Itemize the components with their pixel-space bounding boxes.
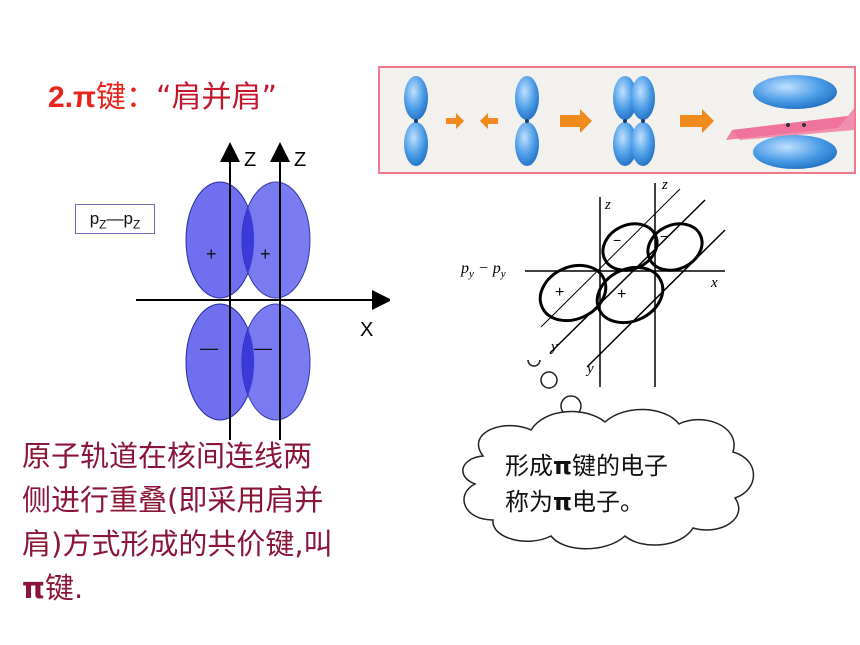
title-key: 键： [96, 80, 156, 115]
bubble-line-2-a: 称为 [505, 488, 553, 516]
orbital-sequence-illustration [404, 75, 854, 169]
sign-minus-2: − [660, 228, 668, 244]
sign-minus-1: − [613, 232, 621, 248]
py-label-sub1: y [468, 268, 474, 280]
y-axis-2 [586, 229, 726, 368]
x-axis-label: X [360, 319, 373, 341]
bubble-line-1: 形成π键的电子 [505, 448, 765, 484]
bubble-line-2-b: 电子。 [571, 488, 644, 516]
py-overlap-diagram: − − + + z z x y y py − py [460, 177, 726, 387]
pz-label-sub1: Z [99, 217, 107, 232]
definition-line-3: 肩)方式形成的共价键,叫 [22, 527, 333, 561]
pz-label-sub2: Z [132, 217, 141, 232]
definition-line-2: 侧进行重叠(即采用肩并 [22, 483, 324, 517]
sign-top-right: + [260, 244, 271, 264]
pz-orbital-right [241, 181, 311, 421]
bubble-cloud [462, 408, 755, 550]
p-orbital-2 [515, 76, 539, 166]
pz-overlap-diagram: Z Z X + + — — [136, 142, 390, 440]
z-outer-label: z [661, 177, 668, 193]
sign-bottom-left: — [200, 338, 218, 358]
definition-line-1: 原子轨道在核间连线两 [22, 439, 313, 473]
definition-pi: π [22, 571, 45, 605]
sign-bottom-right: — [254, 338, 272, 358]
py-py-label: py − py [460, 260, 506, 280]
bubble-dot-small [527, 360, 541, 367]
pz-orbital-left [185, 181, 255, 421]
pz-label-p2: —p [106, 209, 133, 228]
bubble-line-1-pi: π [553, 452, 572, 480]
z-inner-label: z [604, 197, 611, 213]
x-label-3d: x [710, 275, 718, 291]
arrow-right-icon [680, 109, 714, 133]
bubble-dot-medium [540, 371, 558, 389]
definition-line-4-rest: 键. [44, 571, 84, 605]
pi-bond-result [726, 75, 854, 169]
y-axis-1 [549, 199, 706, 354]
arrow-right-icon [560, 109, 592, 133]
title-number: 2. [48, 81, 74, 114]
y-label-1: y [549, 339, 558, 355]
bubble-line-1-b: 键的电子 [571, 452, 668, 480]
title-quote: “肩并肩” [156, 80, 278, 115]
py-label-sub2: y [500, 268, 506, 280]
bubble-line-2: 称为π电子。 [505, 484, 765, 520]
approach-arrows [446, 113, 498, 129]
definition-text: 原子轨道在核间连线两 侧进行重叠(即采用肩并 肩)方式形成的共价键,叫 π键. [22, 434, 442, 610]
py-label-p2: − p [474, 260, 501, 277]
sign-plus-2: + [617, 286, 626, 303]
p-orbital-1 [404, 76, 428, 166]
bubble-text: 形成π键的电子 称为π电子。 [505, 448, 765, 520]
definition-line-4: π键. [22, 566, 442, 610]
pz-label-p1: p [89, 209, 100, 228]
sign-top-left: + [206, 244, 217, 264]
z-axis-right-label: Z [294, 149, 306, 171]
pz-pz-label: pZ—pZ [75, 204, 155, 234]
py-label-p1: p [460, 260, 469, 277]
overlapping-p-orbitals [613, 76, 655, 166]
y-axis-guide [540, 188, 681, 328]
bubble-line-1-a: 形成 [505, 452, 553, 480]
bubble-line-2-pi: π [553, 488, 572, 516]
sign-plus-1: + [555, 284, 564, 301]
z-axis-left-label: Z [244, 149, 256, 171]
thought-bubble [462, 360, 755, 550]
page-title: 2.π键：“肩并肩” [48, 72, 277, 116]
py-orbital-lobes [538, 222, 704, 325]
orbital-sequence-image [378, 66, 856, 174]
y-label-2: y [585, 361, 594, 377]
title-pi: π [73, 81, 96, 114]
